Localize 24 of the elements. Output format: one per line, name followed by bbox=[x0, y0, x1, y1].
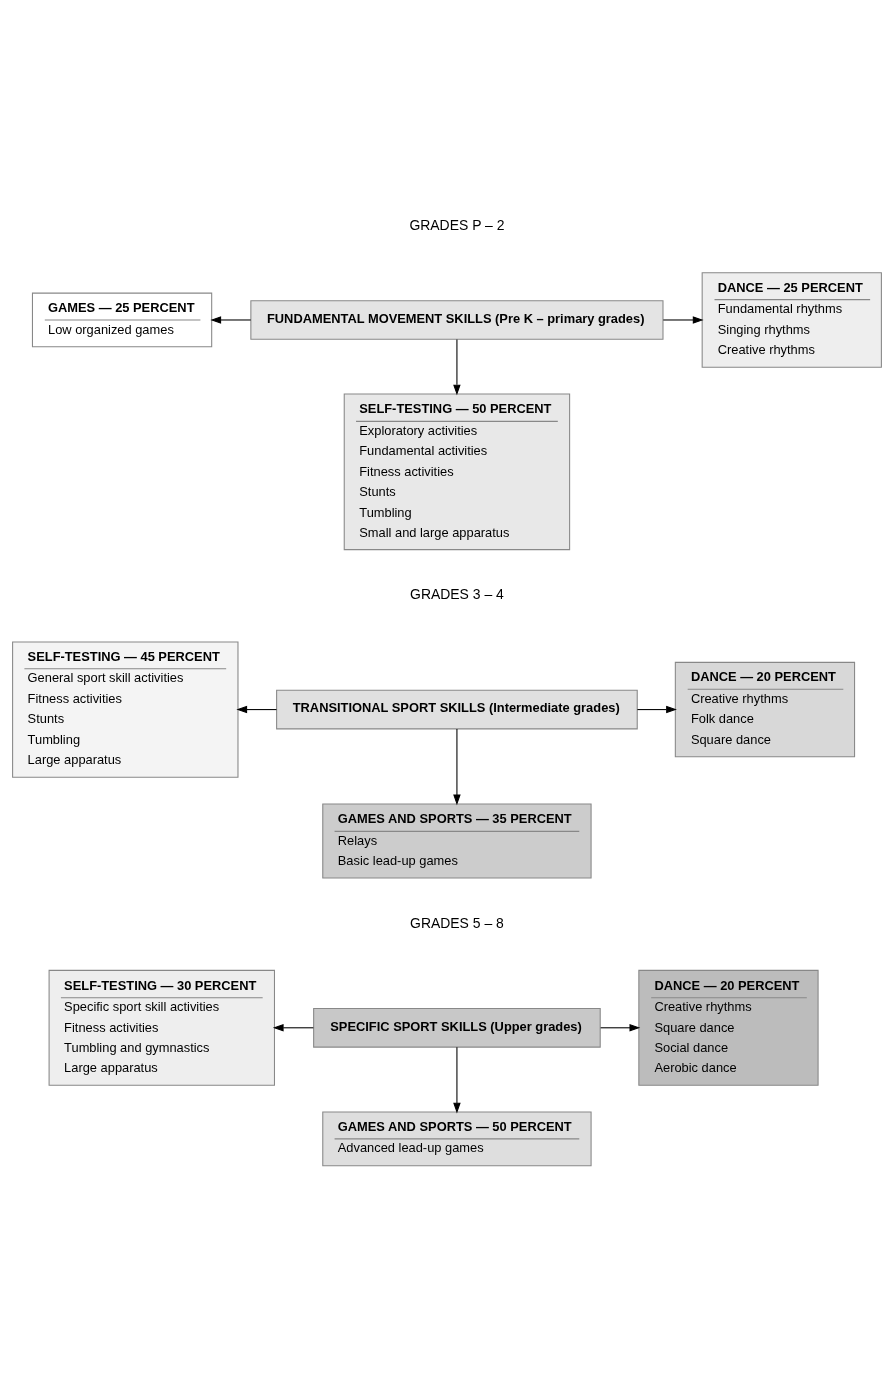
node-box: SELF-TESTING — 30 PERCENT Specific sport skill activities Fitness activities Tumbling and gymnastics Large apparatus bbox=[48, 969, 275, 1086]
node-box: FUNDAMENTAL MOVEMENT SKILLS (Pre K – primary grades) bbox=[250, 300, 664, 340]
node-box: DANCE — 25 PERCENT Fundamental rhythms Singing rhythms Creative rhythms bbox=[701, 272, 882, 368]
node-box: GAMES — 25 PERCENT Low organized games bbox=[31, 292, 213, 348]
arrow bbox=[636, 705, 677, 714]
arrow bbox=[272, 1024, 314, 1032]
node-box: SELF-TESTING — 50 PERCENT Exploratory activities Fundamental activities Fitness activities Stunts Tumbling Small and large apparatus bbox=[343, 393, 571, 551]
label: GRADES 3 – 4 bbox=[410, 586, 504, 603]
arrow bbox=[236, 705, 277, 714]
arrow bbox=[453, 728, 461, 806]
arrow bbox=[210, 316, 252, 324]
node-box: GAMES AND SPORTS — 35 PERCENT Relays Basic lead-up games bbox=[322, 803, 592, 879]
arrow bbox=[453, 338, 461, 396]
arrow bbox=[453, 1046, 461, 1114]
node-box: DANCE — 20 PERCENT Creative rhythms Folk dance Square dance bbox=[674, 661, 856, 758]
node-box: TRANSITIONAL SPORT SKILLS (Intermediate grades) bbox=[276, 689, 638, 730]
node-box: SELF-TESTING — 45 PERCENT General sport skill activities Fitness activities Stunts Tumbling Large apparatus bbox=[12, 641, 239, 778]
arrow bbox=[600, 1024, 641, 1032]
node-box: GAMES AND SPORTS — 50 PERCENT Advanced lead-up games bbox=[322, 1111, 592, 1167]
node-box: DANCE — 20 PERCENT Creative rhythms Square dance Social dance Aerobic dance bbox=[638, 969, 819, 1086]
label: GRADES 5 – 8 bbox=[410, 914, 504, 931]
arrow bbox=[662, 316, 704, 324]
node-box: SPECIFIC SPORT SKILLS (Upper grades) bbox=[313, 1007, 601, 1048]
label: GRADES P – 2 bbox=[409, 217, 505, 234]
